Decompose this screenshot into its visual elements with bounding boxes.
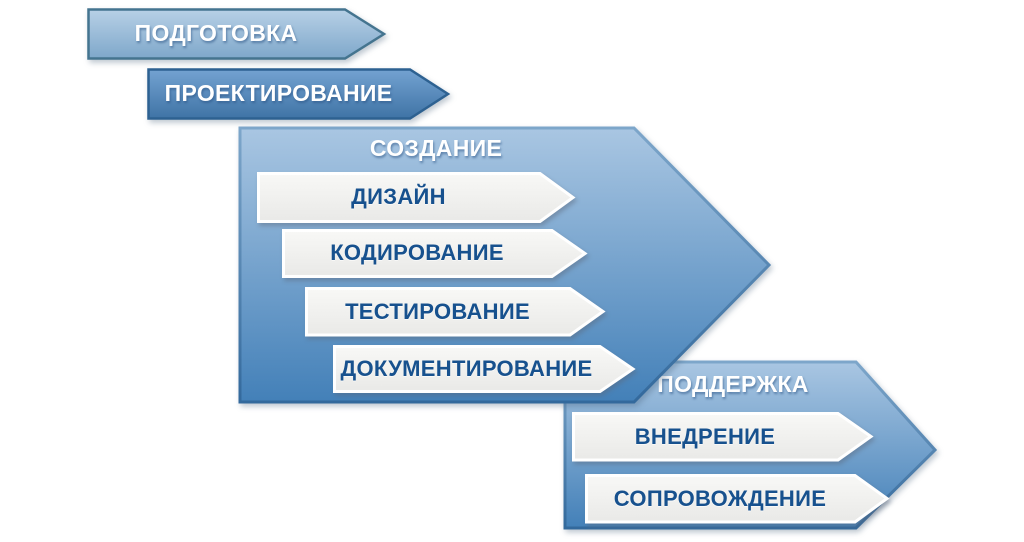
podgotovka-arrow-polygon	[87, 8, 387, 60]
kodirovanie-arrow-polygon	[282, 229, 588, 278]
dizain-arrow-polygon	[257, 172, 576, 223]
podgotovka-arrow-shape	[87, 8, 387, 60]
proektirovanie-arrow-shape	[147, 68, 451, 120]
dokumentirovanie-arrow-polygon	[333, 345, 636, 393]
vnedrenie-arrow-polygon	[572, 412, 874, 462]
stage-label-proektirovanie: ПРОЕКТИРОВАНИЕ	[164, 79, 393, 106]
substage-label-dizain: ДИЗАЙН	[351, 184, 446, 209]
substage-label-soprovozhdenie: СОПРОВОЖДЕНИЕ	[613, 485, 827, 511]
testirovanie-arrow-shape	[305, 287, 606, 337]
podderzhka-arrow-polygon	[563, 360, 938, 530]
dokumentirovanie-arrow-shape	[333, 345, 636, 393]
soprovozhdenie-arrow-polygon	[585, 474, 890, 524]
substage-label-vnedrenie: ВНЕДРЕНИЕ	[634, 423, 776, 449]
vnedrenie-arrow-shape	[572, 412, 874, 462]
sozdanie-arrow-polygon	[238, 126, 772, 404]
substage-label-dokumentirovanie: ДОКУМЕНТИРОВАНИЕ	[340, 356, 593, 381]
substage-label-testirovanie: ТЕСТИРОВАНИЕ	[345, 298, 530, 324]
testirovanie-arrow-polygon	[305, 287, 606, 337]
sozdanie-arrow-shape	[238, 126, 772, 404]
substage-label-kodirovanie: КОДИРОВАНИЕ	[330, 240, 504, 265]
stage-label-podderzhka: ПОДДЕРЖКА	[657, 370, 809, 397]
soprovozhdenie-arrow-shape	[585, 474, 890, 524]
podderzhka-arrow-shape	[563, 360, 938, 530]
proektirovanie-arrow-polygon	[147, 68, 451, 120]
kodirovanie-arrow-shape	[282, 229, 588, 278]
dizain-arrow-shape	[257, 172, 576, 223]
stage-label-podgotovka: ПОДГОТОВКА	[134, 19, 298, 46]
stage-label-sozdanie: СОЗДАНИЕ	[369, 134, 503, 161]
